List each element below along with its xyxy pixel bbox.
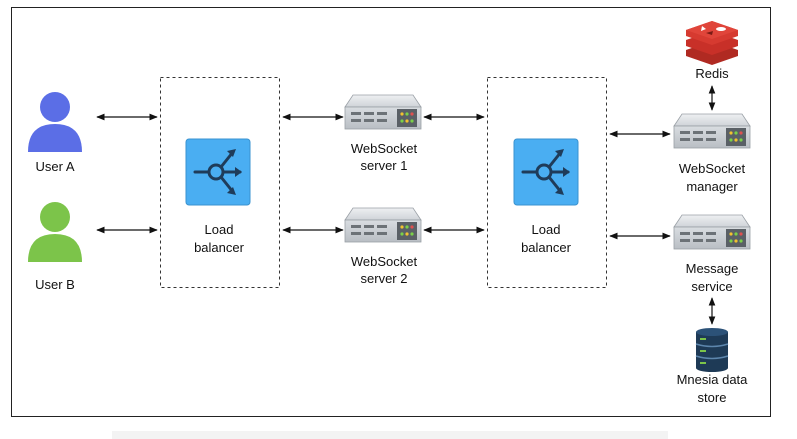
- redis-icon: [686, 21, 738, 65]
- lb1-label-line2: balancer: [194, 240, 245, 255]
- server-icon: [673, 113, 751, 149]
- message-service-label-line2: service: [691, 279, 732, 294]
- ws1-label-line2: server 1: [361, 158, 408, 173]
- ws2-label-line1: WebSocket: [351, 254, 418, 269]
- server-icon: [344, 94, 422, 130]
- mnesia-label-line1: Mnesia data: [677, 372, 749, 387]
- user-a-label: User A: [35, 159, 74, 174]
- load-balancer-icon: [184, 137, 252, 207]
- ws-manager-label-line2: manager: [686, 179, 738, 194]
- user-b-label: User B: [35, 277, 75, 292]
- lb2-label-line1: Load: [532, 222, 561, 237]
- server-icon: [673, 214, 751, 250]
- load-balancer-icon: [512, 137, 580, 207]
- ws2-label-line2: server 2: [361, 271, 408, 286]
- message-service-label-line1: Message: [686, 261, 739, 276]
- ws-manager-label-line1: WebSocket: [679, 161, 746, 176]
- load-balancer-1-group: [160, 77, 280, 288]
- redis-label: Redis: [695, 66, 729, 81]
- load-balancer-2-group: [487, 77, 607, 288]
- lb2-label-line2: balancer: [521, 240, 572, 255]
- database-icon: [695, 328, 729, 372]
- lb1-label-line1: Load: [205, 222, 234, 237]
- server-icon: [344, 207, 422, 243]
- ws1-label-line1: WebSocket: [351, 141, 418, 156]
- user-icon: [28, 92, 82, 152]
- bottom-strip: [112, 431, 668, 439]
- mnesia-label-line2: store: [698, 390, 727, 405]
- user-icon: [28, 202, 82, 262]
